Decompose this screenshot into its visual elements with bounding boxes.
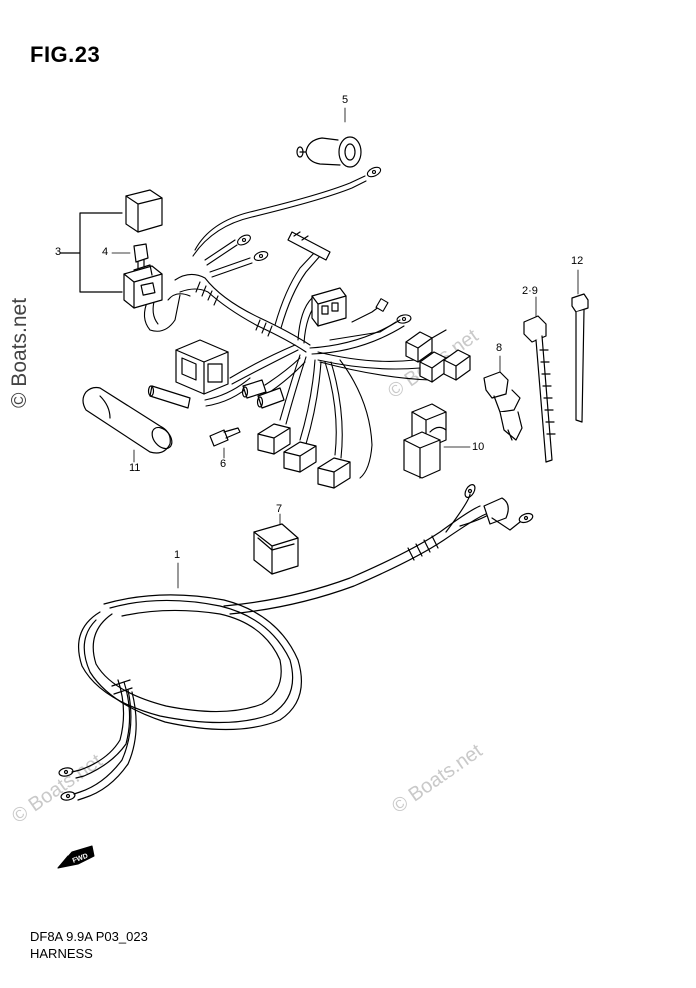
part-11-protector <box>82 386 173 463</box>
callout-11: 11 <box>129 462 141 474</box>
part-10-clamp <box>403 403 471 479</box>
connector-left <box>175 339 229 395</box>
waterproof-connectors <box>257 329 471 489</box>
bullet-connectors <box>147 379 285 409</box>
part-12-cable-tie <box>571 269 589 423</box>
callout-8: 8 <box>496 342 503 354</box>
sub-harness <box>143 166 431 479</box>
diagram-code: DF8A 9.9A P03_023 <box>30 929 148 944</box>
callout-7: 7 <box>276 503 283 515</box>
callout-12: 12 <box>571 255 584 267</box>
callout-4: 4 <box>102 246 109 258</box>
callout-2-9: 2·9 <box>522 285 538 297</box>
callout-1: 1 <box>174 549 181 561</box>
part-7-grommet <box>253 513 299 575</box>
diagram-name: HARNESS <box>30 946 93 961</box>
part-3-relay-assembly <box>59 189 163 309</box>
fwd-label: FWD <box>72 853 89 865</box>
forward-arrow <box>57 845 95 869</box>
fuse-holder <box>287 231 331 261</box>
part-6-clip <box>209 427 241 459</box>
part-5-grommet <box>296 107 362 168</box>
part-8-clip <box>483 355 523 441</box>
callout-3: 3 <box>55 246 62 258</box>
connector-top <box>311 287 347 327</box>
figure-title: FIG.23 <box>30 42 101 67</box>
callout-6: 6 <box>220 458 227 470</box>
callout-10: 10 <box>472 441 485 453</box>
callout-5: 5 <box>342 94 349 106</box>
part-1-main-harness <box>58 484 534 801</box>
part-2-9-cable-tie <box>523 296 556 463</box>
